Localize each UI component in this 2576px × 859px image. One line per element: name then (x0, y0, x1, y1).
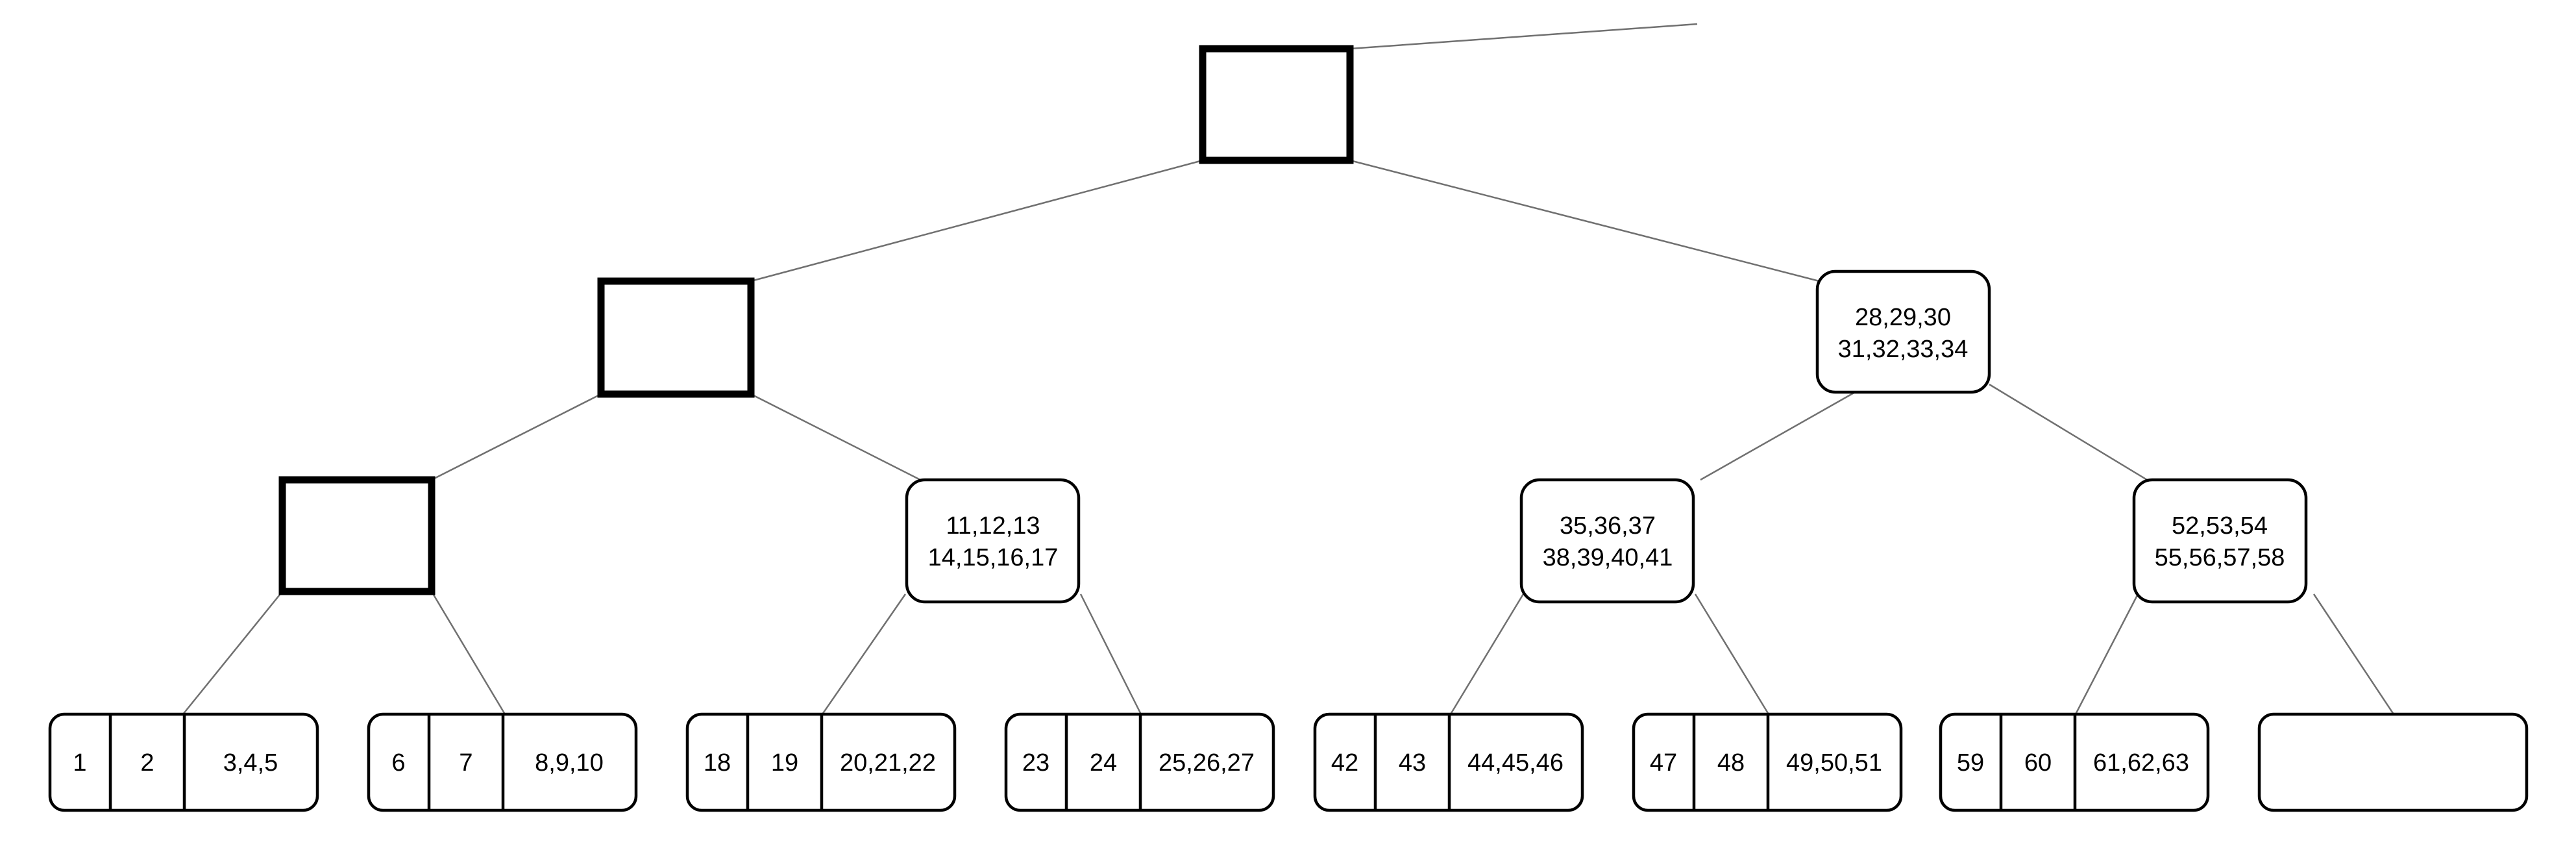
node-right-left-line-2: 38,39,40,41 (1543, 544, 1673, 571)
leaf-1: 1 2 3,4,5 (48, 712, 319, 812)
node-root (1199, 45, 1354, 164)
node-right: 28,29,30 31,32,33,34 (1815, 269, 1991, 394)
leaf-cell: 42 (1331, 749, 1358, 777)
edge-left-to-leftleft (431, 393, 602, 481)
edge-to-leaf-6 (1694, 593, 1770, 715)
leaf-cell: 61,62,63 (2093, 749, 2189, 777)
leaf-cell: 20,21,22 (840, 749, 936, 777)
node-left-right-line-1: 11,12,13 (946, 512, 1040, 540)
leaf-cell: 60 (2024, 749, 2052, 777)
edge-to-leaf-8 (2312, 593, 2395, 715)
node-right-right-line-1: 52,53,54 (2172, 512, 2268, 540)
leaf-cell: 49,50,51 (1786, 749, 1882, 777)
leaf-cell: 47 (1650, 749, 1677, 777)
node-right-line-2: 31,32,33,34 (1838, 336, 1969, 363)
node-right-left-line-1: 35,36,37 (1560, 512, 1656, 540)
node-left-right-line-2: 14,15,16,17 (928, 544, 1059, 571)
leaf-cell: 3,4,5 (223, 749, 278, 777)
node-left-left (278, 476, 435, 595)
edge-right-to-rightleft (1700, 390, 1857, 481)
leaf-cell: 24 (1090, 749, 1117, 777)
leaf-cell: 43 (1399, 749, 1426, 777)
leaf-8-empty (2257, 712, 2529, 812)
leaf-cell: 18 (704, 749, 731, 777)
leaf-6: 47 48 49,50,51 (1632, 712, 1903, 812)
leaf-4: 23 24 25,26,27 (1004, 712, 1275, 812)
leaf-cell: 1 (73, 749, 86, 777)
leaf-3: 18 19 20,21,22 (685, 712, 957, 812)
leaf-cell: 59 (1957, 749, 1984, 777)
leaf-cell: 19 (771, 749, 798, 777)
node-right-line-1: 28,29,30 (1855, 304, 1951, 331)
edge-left-to-leftright (750, 393, 921, 481)
node-right-left: 35,36,37 38,39,40,41 (1519, 478, 1695, 604)
leaf-cell: 23 (1022, 749, 1049, 777)
edge-root-to-left (750, 159, 1203, 282)
leaf-7: 59 60 61,62,63 (1939, 712, 2210, 812)
node-left-right: 11,12,13 14,15,16,17 (905, 478, 1081, 604)
leaf-cell: 44,45,46 (1467, 749, 1564, 777)
edge-to-leaf-7 (2074, 593, 2139, 715)
edge-to-leaf-4 (1079, 593, 1142, 715)
leaf-cell: 48 (1717, 749, 1745, 777)
edge-to-leaf-3 (821, 593, 907, 715)
leaf-cell: 6 (391, 749, 405, 777)
leaf-cell: 7 (459, 749, 472, 777)
leaf-cell: 25,26,27 (1159, 749, 1255, 777)
edge-to-leaf-1 (182, 591, 283, 715)
edge-root-to-right (1349, 159, 1820, 282)
edge-to-leaf-2 (430, 591, 506, 715)
node-right-right: 52,53,54 55,56,57,58 (2132, 478, 2308, 604)
leaf-cell: 8,9,10 (535, 749, 604, 777)
node-left (597, 277, 755, 398)
edge-right-to-rightright (1989, 383, 2148, 481)
edge-root-to-top (1349, 23, 1698, 50)
node-right-right-line-2: 55,56,57,58 (2155, 544, 2285, 571)
leaf-cell: 2 (140, 749, 154, 777)
edge-to-leaf-5 (1449, 593, 1525, 715)
leaf-5: 42 43 44,45,46 (1313, 712, 1584, 812)
leaf-2: 6 7 8,9,10 (367, 712, 638, 812)
